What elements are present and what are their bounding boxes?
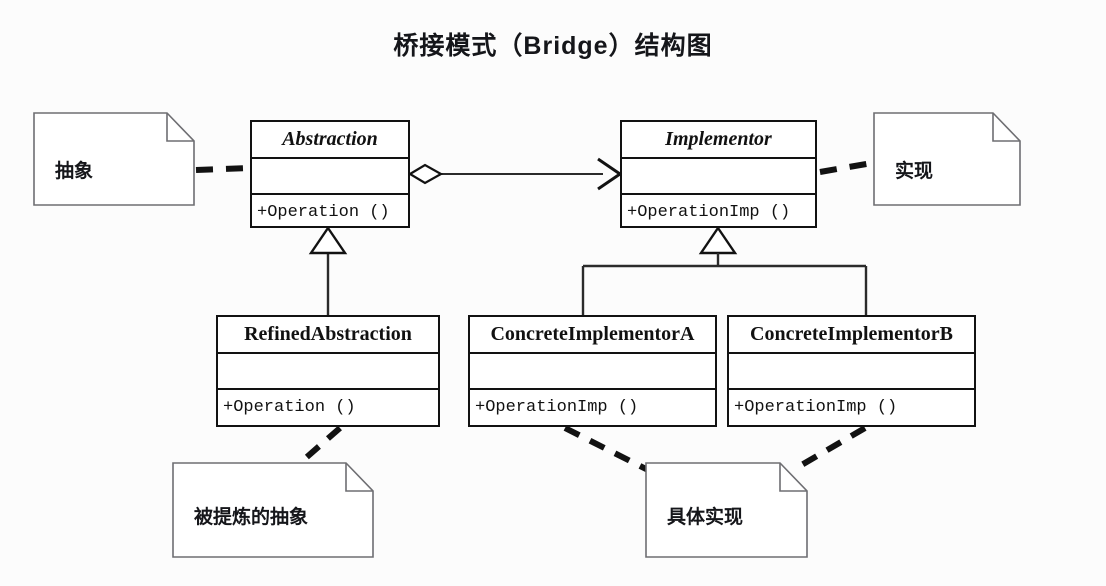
page-title: 桥接模式（Bridge）结构图 xyxy=(393,32,713,60)
uml-operations-compartment: +Operation () xyxy=(257,203,390,222)
uml-class-concrete-implementor-b[interactable]: ConcreteImplementorB +OperationImp () xyxy=(727,315,976,427)
uml-class-name: RefinedAbstraction xyxy=(218,317,438,354)
note-label: 被提炼的抽象 xyxy=(194,507,309,528)
uml-operations-compartment: +OperationImp () xyxy=(475,398,639,417)
anchor-note-concrete-a xyxy=(563,425,650,473)
uml-attributes-compartment xyxy=(252,159,408,195)
uml-attributes-compartment xyxy=(218,354,438,390)
anchor-note-abstraction xyxy=(195,165,251,173)
uml-class-abstraction[interactable]: Abstraction +Operation () xyxy=(250,120,410,228)
uml-class-name: Abstraction xyxy=(252,122,408,159)
anchor-note-implementation xyxy=(819,160,873,175)
uml-operations-compartment: +OperationImp () xyxy=(627,203,791,222)
uml-attributes-compartment xyxy=(622,159,815,195)
note-implementation[interactable]: 实现 xyxy=(873,112,1021,206)
uml-class-implementor[interactable]: Implementor +OperationImp () xyxy=(620,120,817,228)
note-concrete-implementation[interactable]: 具体实现 xyxy=(645,462,808,558)
note-abstraction[interactable]: 抽象 xyxy=(33,112,195,206)
uml-attributes-compartment xyxy=(470,354,715,390)
uml-class-name: ConcreteImplementorB xyxy=(729,317,974,354)
note-label: 抽象 xyxy=(55,161,94,182)
note-label: 实现 xyxy=(895,161,934,182)
uml-class-name: Implementor xyxy=(622,122,815,159)
note-shape-icon xyxy=(645,462,808,558)
uml-operations-compartment: +Operation () xyxy=(223,398,356,417)
note-refined-abstraction[interactable]: 被提炼的抽象 xyxy=(172,462,374,558)
uml-class-refined-abstraction[interactable]: RefinedAbstraction +Operation () xyxy=(216,315,440,427)
generalization-concrete-implementors xyxy=(581,225,868,315)
uml-attributes-compartment xyxy=(729,354,974,390)
aggregation-abstraction-implementor xyxy=(407,157,623,191)
uml-operations-compartment: +OperationImp () xyxy=(734,398,898,417)
uml-class-concrete-implementor-a[interactable]: ConcreteImplementorA +OperationImp () xyxy=(468,315,717,427)
note-shape-icon xyxy=(33,112,195,206)
uml-class-name: ConcreteImplementorA xyxy=(470,317,715,354)
note-label: 具体实现 xyxy=(667,507,744,528)
generalization-refined-abstraction xyxy=(308,225,348,315)
note-shape-icon xyxy=(873,112,1021,206)
